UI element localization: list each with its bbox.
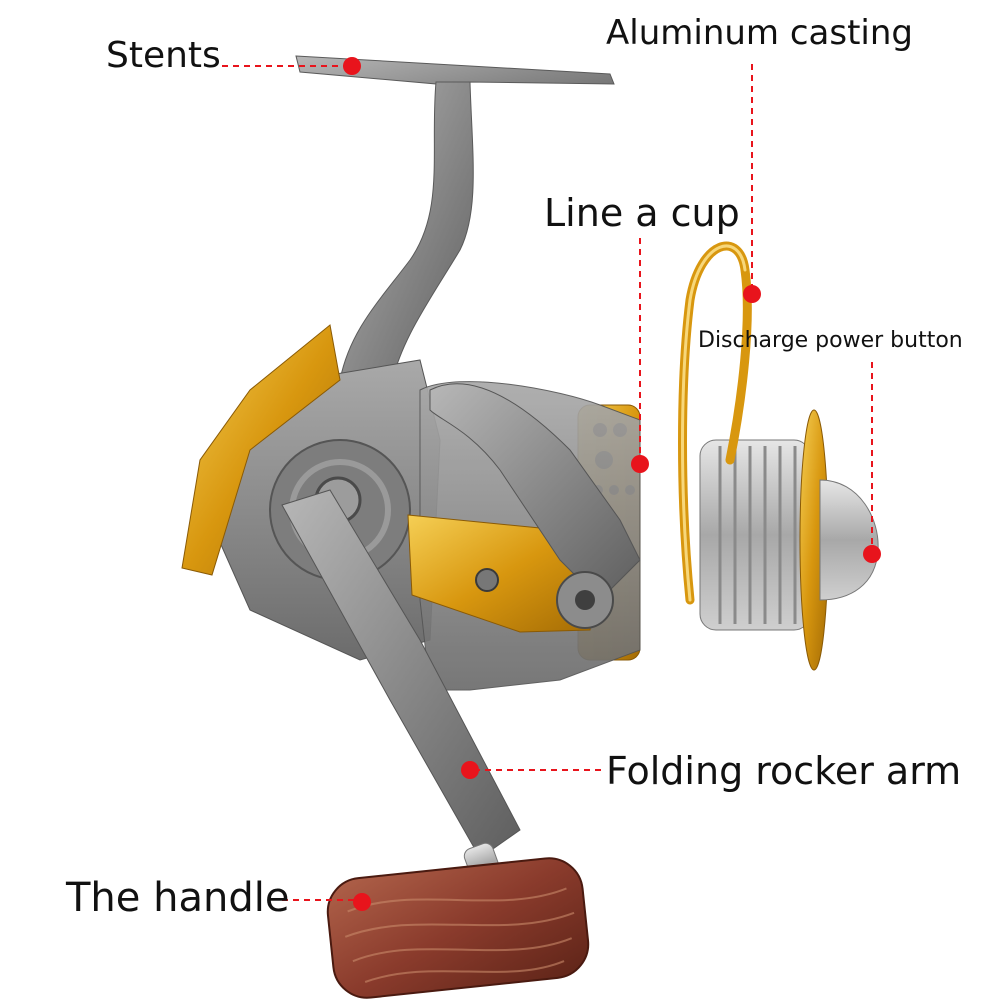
marker-rocker-arm [461,761,479,779]
bail-arm [429,383,641,601]
spool-grooves [718,446,797,624]
label-aluminum-casting: Aluminum casting [606,13,913,53]
drag-knob [819,479,879,601]
gold-side-panel [181,324,341,576]
label-handle: The handle [66,875,290,921]
label-line-cup: Line a cup [544,191,740,235]
plate-screw [475,568,499,592]
reel-illustration [181,55,879,999]
bail-wire-highlight [681,244,747,602]
wooden-handle-knob [326,857,590,999]
label-stents: Stents [106,35,221,76]
leader-lines [222,64,873,901]
bail-pivot-screw [575,590,595,610]
marker-aluminum-casting [743,285,761,303]
stent-stem [339,81,474,391]
label-discharge-button: Discharge power button [698,328,963,353]
marker-handle [353,893,371,911]
marker-discharge-button [863,545,881,563]
marker-line-cup [631,455,649,473]
wood-grain [344,887,575,983]
markers [343,57,881,911]
label-rocker-arm: Folding rocker arm [606,749,962,793]
marker-stents [343,57,361,75]
crank-arm [281,489,521,859]
